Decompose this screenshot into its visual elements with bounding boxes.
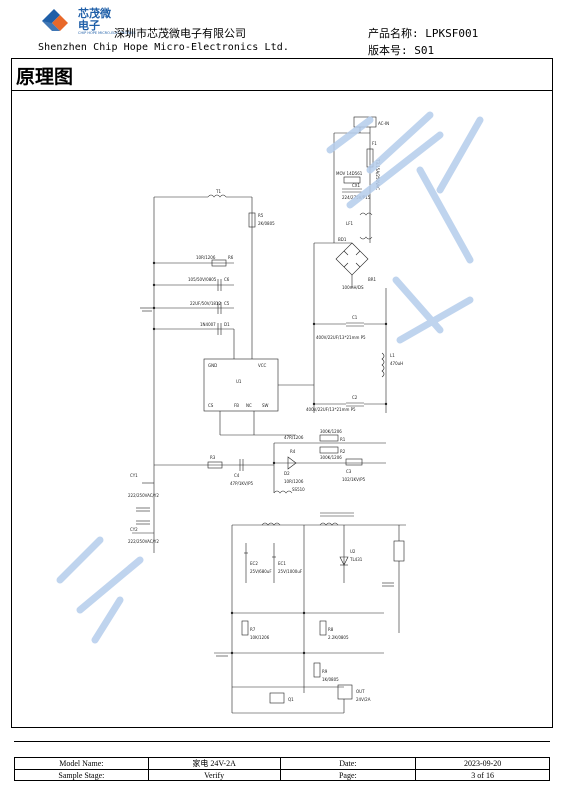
label-c1-value: 400V/22UF/13*21mm P5 (316, 335, 366, 340)
section-title: 原理图 (16, 66, 74, 88)
label-r5-value: 2K/0805 (258, 221, 275, 226)
page-value: 3 of 16 (415, 769, 550, 781)
table-row: Model Name: 家电 24V-2A Date: 2023-09-20 (14, 757, 550, 770)
logo-chinese-text: 芯茂微电子 (78, 7, 111, 32)
label-c5-value: 22UF/50V/1812 (190, 301, 221, 306)
label-q1: Q1 (288, 697, 294, 702)
label-u1-cs: CS (208, 403, 214, 408)
label-r3-value: 47R/1206 (284, 435, 304, 440)
label-u2-value: TL431 (349, 557, 363, 562)
label-r7: R7 (250, 627, 256, 632)
label-r9: R9 (322, 669, 328, 674)
label-ec2: EC2 (250, 561, 258, 566)
product-name: 产品名称: LPKSF001 (368, 27, 479, 40)
label-d2: D2 (284, 471, 290, 476)
label-r1-value: 300K/1206 (320, 429, 342, 434)
table-row: Sample Stage: Verify Page: 3 of 16 (14, 769, 550, 781)
label-c1: C1 (352, 315, 358, 320)
label-u2: U2 (350, 549, 356, 554)
label-r7-value: 10K/1206 (250, 635, 270, 640)
page-label: Page: (279, 769, 417, 781)
label-r1: R1 (340, 437, 346, 442)
label-u1-sw: SW (262, 403, 269, 408)
label-br1-value: 100mH/DS (342, 285, 364, 290)
date-label: Date: (279, 757, 417, 770)
label-c2-value: 400V/22UF/13*21mm P5 (306, 407, 356, 412)
label-lf1: LF1 (346, 221, 354, 226)
version-number: 版本号: S01 (368, 44, 435, 57)
label-r6: R6 (228, 255, 234, 260)
label-out-value: 24V/2A (356, 697, 371, 702)
label-bd1: BD1 (338, 237, 347, 242)
label-br1: BR1 (368, 277, 377, 282)
label-cy1: CY1 (130, 473, 138, 478)
model-name-value: 家电 24V-2A (147, 757, 281, 770)
label-u1-gnd: GND (208, 363, 217, 368)
label-u1-fb: FB (234, 403, 239, 408)
sample-stage-label: Sample Stage: (14, 769, 149, 781)
label-cx1-value: 224/275V/P15 (342, 195, 371, 200)
label-f1: F1 (372, 141, 377, 146)
label-r3: R3 (210, 455, 216, 460)
label-r9-value: 1K/0805 (322, 677, 339, 682)
label-cy2-value: 222/250VAC/Y2 (128, 539, 159, 544)
label-r4: R4 (290, 449, 296, 454)
label-c6: C6 (224, 277, 230, 282)
label-l1-value: 470uH (390, 361, 403, 366)
label-c6-value: 105/50V/0805 (188, 277, 217, 282)
title-divider (11, 90, 553, 91)
label-r8: R8 (328, 627, 334, 632)
label-cx1: CX1 (352, 183, 361, 188)
label-d1: D1 (224, 322, 230, 327)
content-frame (11, 58, 553, 728)
label-out: OUT (356, 689, 365, 694)
label-ac-in: AC-IN (378, 121, 389, 126)
label-r2-value: 300K/1206 (320, 455, 342, 460)
label-r2: R2 (340, 449, 346, 454)
label-r8-value: 2.2K/0805 (328, 635, 349, 640)
label-cy2: CY2 (130, 527, 138, 532)
label-c3-value: 102/1KV/P5 (342, 477, 366, 482)
label-ec1: EC1 (278, 561, 286, 566)
circuit-schematic: F1 T3.15A/250VAC MOV 14D561 CX1 224/275V… (124, 113, 406, 724)
label-mov: MOV 14D561 (336, 171, 363, 176)
label-u1-nc: NC (246, 403, 252, 408)
label-c4: C4 (234, 473, 240, 478)
sample-stage-value: Verify (147, 769, 281, 781)
label-c5: C5 (224, 301, 230, 306)
label-r4-value: 10R/1206 (284, 479, 304, 484)
model-name-label: Model Name: (14, 757, 149, 770)
label-c3: C3 (346, 469, 352, 474)
label-l1: L1 (390, 353, 395, 358)
company-logo: 芯茂微电子 CHIP HOPE MICRO-ELECTRONICS (38, 6, 136, 36)
label-d1-value: 1N4007 (200, 322, 216, 327)
date-value: 2023-09-20 (415, 757, 550, 770)
company-name-chinese: 深圳市芯茂微电子有限公司 (114, 27, 246, 40)
document-info-table: Model Name: 家电 24V-2A Date: 2023-09-20 S… (14, 757, 550, 781)
label-u1-vcc: VCC (258, 363, 267, 368)
label-c2: C2 (352, 395, 358, 400)
label-t1: T1 (215, 189, 221, 194)
label-cy1-value: 222/250VAC/Y2 (128, 493, 159, 498)
label-c4-value: 47P/1KV/P5 (230, 481, 254, 486)
label-f1-value: T3.15A/250VAC (375, 158, 380, 190)
company-name-english: Shenzhen Chip Hope Micro-Electronics Ltd… (38, 42, 289, 53)
label-r6-value: 10R/1206 (196, 255, 216, 260)
label-d2-value: SS510 (292, 487, 305, 492)
label-ec1-value: 25V/1000uF (278, 569, 303, 574)
chip-hope-logo-icon (42, 9, 68, 31)
label-r5: R5 (258, 213, 264, 218)
footer-divider (14, 741, 550, 742)
label-ec2-value: 25V/680uF (250, 569, 272, 574)
label-u1: U1 (236, 379, 242, 384)
logo-english-text: CHIP HOPE MICRO-ELECTRONICS (78, 31, 136, 35)
